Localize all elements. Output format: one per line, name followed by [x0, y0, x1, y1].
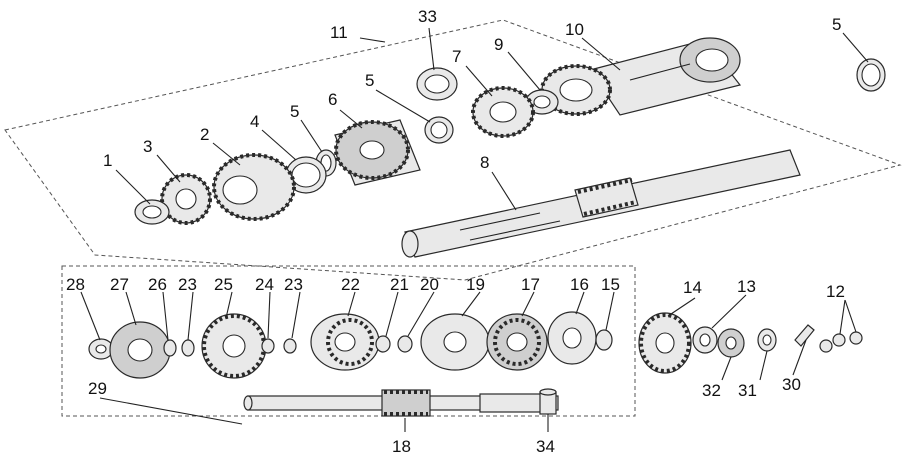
- shaft-18: [243, 389, 559, 417]
- pins-12: [832, 331, 863, 347]
- bushing-21: [375, 335, 391, 353]
- gear-25: [201, 313, 267, 379]
- gear-6: [334, 119, 421, 186]
- callout-13: 13: [737, 277, 756, 296]
- callout-17: 17: [521, 275, 540, 294]
- callout-30: 30: [782, 375, 801, 394]
- callout-31: 31: [738, 381, 757, 400]
- callout-10: 10: [565, 20, 584, 39]
- callout-5: 5: [832, 15, 841, 34]
- callout-26: 26: [148, 275, 167, 294]
- bearing-27: [109, 321, 171, 379]
- callout-21: 21: [390, 275, 409, 294]
- circlip-5-right: [856, 58, 886, 92]
- callout-8: 8: [480, 153, 489, 172]
- plate-32: [717, 328, 745, 358]
- gear-19: [420, 313, 490, 371]
- callout-12: 12: [826, 282, 845, 301]
- callout-22: 22: [341, 275, 360, 294]
- gear-16: [547, 311, 597, 365]
- callout-1: 1: [103, 151, 112, 170]
- callout-11: 11: [330, 23, 348, 42]
- callout-32: 32: [702, 381, 721, 400]
- countershaft-10: [589, 37, 742, 116]
- callout-23: 23: [178, 275, 197, 294]
- callout-28: 28: [66, 275, 85, 294]
- callout-29: 29: [88, 379, 107, 398]
- collar-34: [539, 388, 557, 415]
- gear-22: [310, 313, 380, 371]
- callout-14: 14: [683, 278, 702, 297]
- callout-25: 25: [214, 275, 233, 294]
- ring-31: [757, 328, 777, 352]
- callout-34: 34: [536, 437, 555, 456]
- callout-16: 16: [570, 275, 589, 294]
- upper-assembly-frame: [4, 19, 902, 281]
- callout-23: 23: [284, 275, 303, 294]
- callout-20: 20: [420, 275, 439, 294]
- callout-labels: 1 3 2 4 5 6 5 33 11 7 9 10 5 8 28 27 26 …: [66, 7, 845, 456]
- gear-14: [638, 312, 692, 374]
- pin-30: [794, 324, 833, 353]
- gear-9: [540, 64, 612, 116]
- bushing-23-right: [283, 338, 297, 354]
- gear-7: [471, 86, 535, 138]
- washer-13: [692, 326, 718, 354]
- washer-1: [134, 199, 170, 225]
- callout-6: 6: [328, 90, 337, 109]
- bushing-23-left: [181, 339, 195, 357]
- washer-28: [88, 338, 114, 360]
- circlip-5-middle: [424, 116, 454, 144]
- callout-19: 19: [466, 275, 485, 294]
- callout-15: 15: [601, 275, 620, 294]
- gear-2: [212, 153, 296, 221]
- washer-9a-hole: [533, 95, 551, 109]
- gear-17: [486, 313, 548, 371]
- callout-33: 33: [418, 7, 437, 26]
- washer-20: [397, 335, 413, 353]
- main-shaft-8: [401, 149, 801, 258]
- washer-15: [595, 329, 613, 351]
- callout-3: 3: [143, 137, 152, 156]
- callout-9: 9: [494, 35, 503, 54]
- callout-5: 5: [290, 102, 299, 121]
- lower-assembly-frame: [61, 265, 636, 417]
- spacer-26: [163, 339, 177, 357]
- gear-3: [160, 173, 212, 225]
- callout-7: 7: [452, 47, 461, 66]
- callout-18: 18: [392, 437, 411, 456]
- callout-2: 2: [200, 125, 209, 144]
- callout-27: 27: [110, 275, 129, 294]
- callout-4: 4: [250, 112, 259, 131]
- callout-5: 5: [365, 71, 374, 90]
- callout-24: 24: [255, 275, 274, 294]
- washer-33: [416, 67, 458, 101]
- washer-4: [285, 156, 327, 194]
- bushing-24: [261, 338, 275, 354]
- leader-lines: [80, 27, 869, 432]
